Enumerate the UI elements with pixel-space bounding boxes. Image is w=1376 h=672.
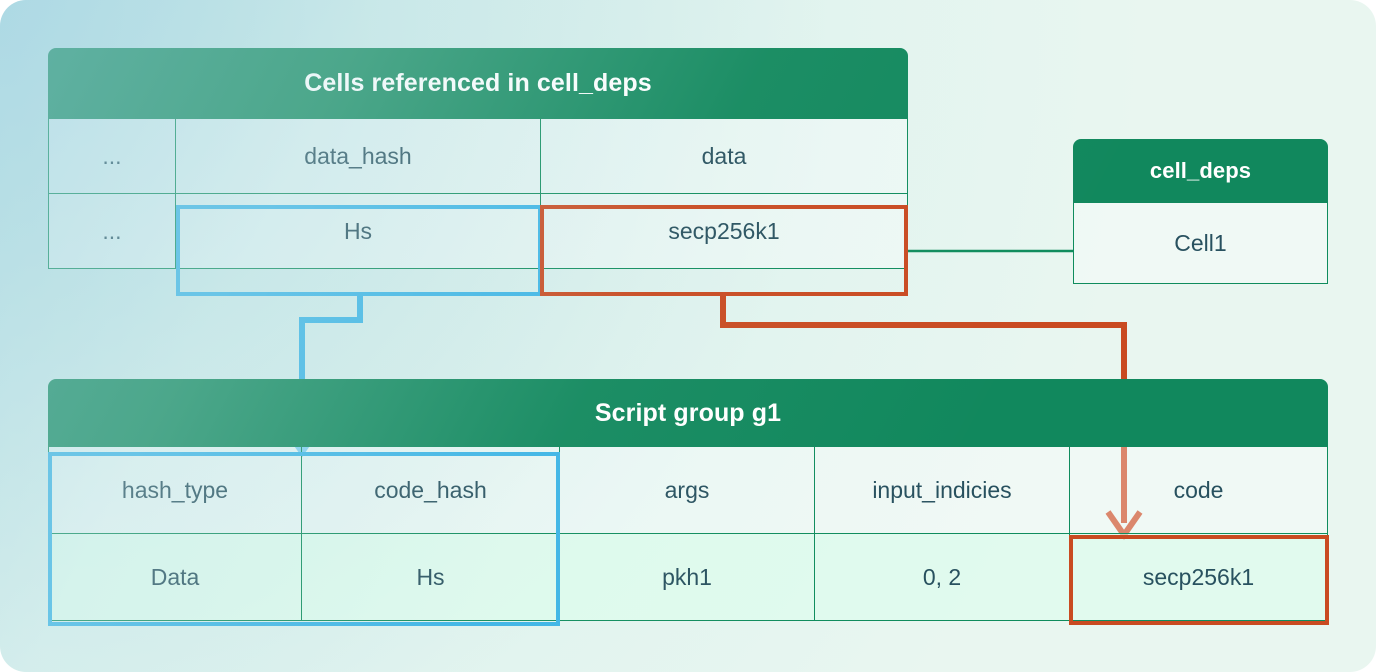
cell-hash-type-value: Data <box>48 534 302 621</box>
cells-referenced-table: Cells referenced in cell_deps ... data_h… <box>48 48 908 269</box>
cell-code-value: secp256k1 <box>1070 534 1328 621</box>
column-header-data-hash: data_hash <box>176 119 541 194</box>
script-group-table-title: Script group g1 <box>48 379 1328 447</box>
cell-data-hash-value: Hs <box>176 194 541 269</box>
table-row: ... Hs secp256k1 <box>48 194 908 269</box>
column-header-code: code <box>1070 447 1328 534</box>
column-header-data: data <box>541 119 908 194</box>
cell-deps-table: cell_deps Cell1 <box>1073 139 1328 284</box>
column-header-hash-type: hash_type <box>48 447 302 534</box>
cell-ellipsis: ... <box>48 194 176 269</box>
table-row: Cell1 <box>1073 203 1328 284</box>
table-header-row: ... data_hash data <box>48 119 908 194</box>
cell-deps-table-title: cell_deps <box>1073 139 1328 203</box>
table-header-row: hash_type code_hash args input_indicies … <box>48 447 1328 534</box>
cell-args-value: pkh1 <box>560 534 815 621</box>
cell-data-value: secp256k1 <box>541 194 908 269</box>
cell-deps-value: Cell1 <box>1073 203 1328 284</box>
table-row: Data Hs pkh1 0, 2 secp256k1 <box>48 534 1328 621</box>
cell-input-indicies-value: 0, 2 <box>815 534 1070 621</box>
cell-code-hash-value: Hs <box>302 534 560 621</box>
column-header-input-indicies: input_indicies <box>815 447 1070 534</box>
script-group-table: Script group g1 hash_type code_hash args… <box>48 379 1328 621</box>
cells-referenced-table-title: Cells referenced in cell_deps <box>48 48 908 119</box>
column-header-ellipsis: ... <box>48 119 176 194</box>
column-header-code-hash: code_hash <box>302 447 560 534</box>
column-header-args: args <box>560 447 815 534</box>
